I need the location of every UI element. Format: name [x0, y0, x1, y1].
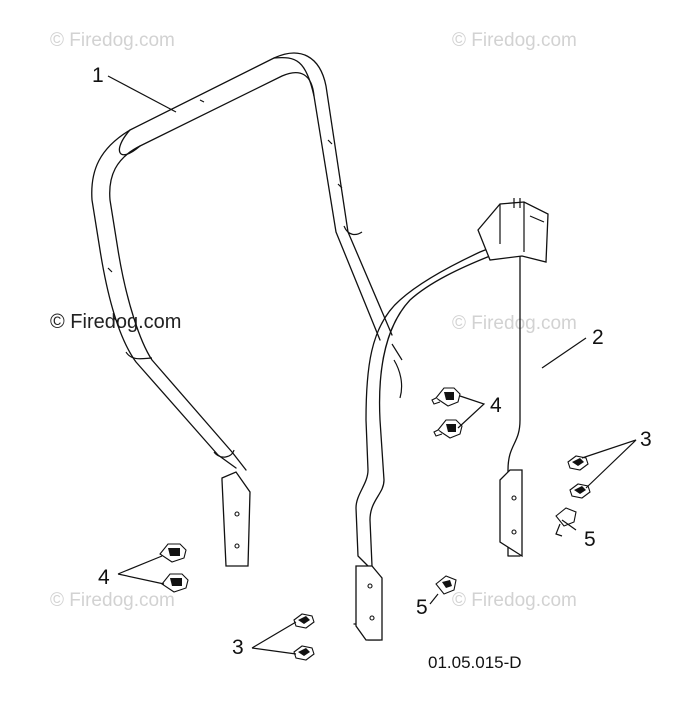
leader-lines: [107, 75, 637, 655]
watermark-middle-right: © Firedog.com: [452, 313, 577, 334]
bolt-3-bottom-a: [293, 613, 315, 629]
watermark-top-left: © Firedog.com: [50, 30, 175, 51]
bolt-4-mid-a: [431, 387, 461, 407]
callout-2: 2: [592, 326, 604, 349]
callout-4-left: 4: [98, 566, 110, 589]
callout-5-bottom: 5: [416, 596, 428, 619]
screw-5-right: [555, 507, 577, 537]
diagram-code: 01.05.015-D: [428, 653, 522, 672]
callout-1: 1: [92, 64, 104, 87]
bolt-3-upper-a: [567, 455, 589, 471]
callout-4-mid: 4: [490, 394, 502, 417]
bolt-4-left-b: [161, 573, 189, 593]
bolt-4-left-a: [159, 543, 187, 563]
callout-3-bottom: 3: [232, 636, 244, 659]
screw-5-bottom: [435, 575, 457, 595]
bolt-4-mid-b: [433, 419, 463, 439]
bolt-3-upper-b: [569, 483, 591, 499]
handle-frame-left: [91, 52, 393, 567]
watermark-bottom-left: © Firedog.com: [50, 590, 175, 611]
watermark-middle-left: © Firedog.com: [50, 311, 181, 333]
bolt-3-bottom-b: [293, 645, 315, 661]
handle-frame-right: [353, 198, 549, 641]
callout-5-right: 5: [584, 528, 596, 551]
callout-3-right: 3: [640, 428, 652, 451]
watermark-top-right: © Firedog.com: [452, 30, 577, 51]
watermark-bottom-right: © Firedog.com: [452, 590, 577, 611]
